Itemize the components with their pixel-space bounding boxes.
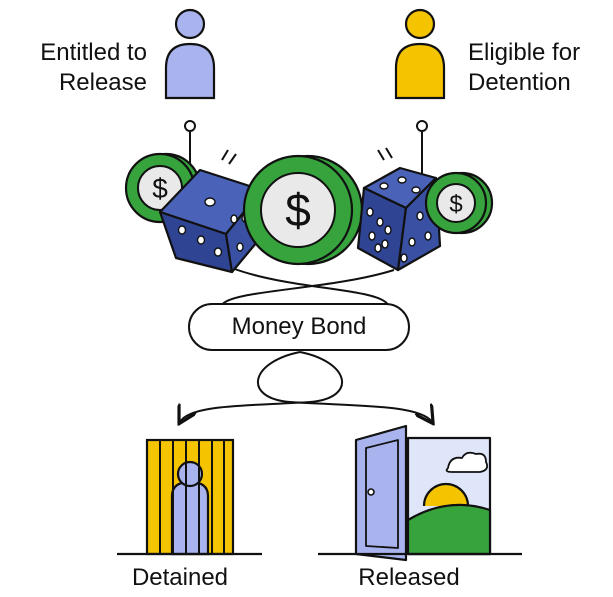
open-door-icon	[318, 424, 522, 562]
eligible-label-line2: Detention	[468, 69, 571, 96]
entitled-person-icon	[164, 8, 216, 100]
eligible-person-icon	[394, 8, 446, 100]
released-label: Released	[358, 564, 460, 591]
coin-symbol: $	[285, 184, 311, 236]
entitled-label-line1: Entitled to	[40, 39, 147, 66]
eligible-for-detention-label: Eligible for Detention	[468, 38, 580, 98]
eligible-label-line1: Eligible for	[468, 39, 581, 66]
entitled-to-release-label: Entitled to Release	[40, 38, 147, 98]
coin-symbol: $	[152, 173, 168, 204]
lower-crossing-lines	[180, 351, 432, 422]
coin-symbol: $	[449, 191, 462, 218]
die-icon-left	[158, 149, 264, 274]
entitled-label-line2: Release	[58, 69, 147, 96]
small-coin-icon-right: $	[424, 171, 494, 235]
money-bond-label: Money Bond	[231, 313, 367, 340]
large-coin-icon: $	[242, 154, 364, 266]
upper-crossing-lines	[221, 267, 395, 306]
connector-pins	[184, 120, 428, 182]
jail-cell-icon	[117, 438, 262, 556]
money-bond-node: Money Bond	[188, 303, 410, 351]
detained-label: Detained	[131, 564, 229, 591]
